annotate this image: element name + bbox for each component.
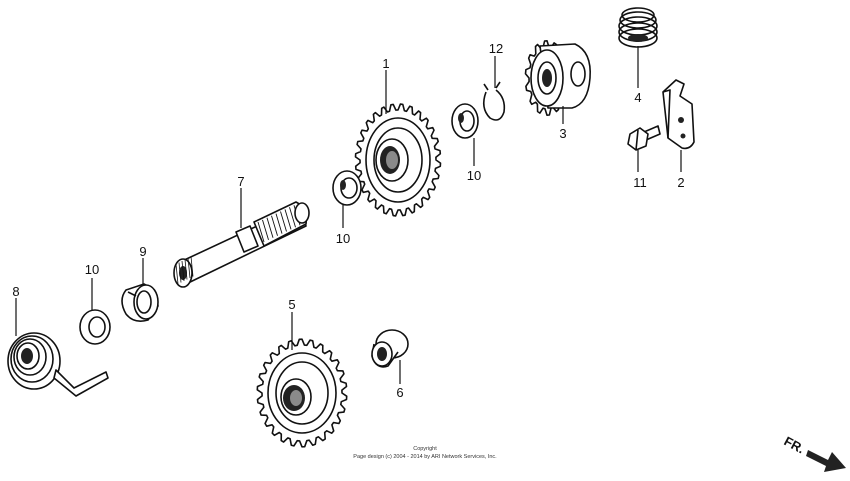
- direction-indicator: FR.: [782, 433, 846, 472]
- bushing-icon[interactable]: [371, 329, 409, 368]
- stopper-plate-icon[interactable]: [662, 79, 695, 150]
- callout-8: 8: [12, 284, 19, 299]
- washer-icon[interactable]: [79, 309, 111, 345]
- callout-11: 11: [633, 175, 647, 190]
- direction-label: FR.: [782, 433, 808, 456]
- washer-icon[interactable]: [451, 103, 479, 139]
- return-spring-icon[interactable]: [7, 332, 109, 397]
- callout-12: 12: [489, 41, 503, 56]
- forward-arrow-icon: [806, 450, 846, 472]
- callout-6: 6: [396, 385, 403, 400]
- bolt-icon[interactable]: [627, 125, 661, 151]
- ratchet-spring-icon[interactable]: [618, 7, 658, 48]
- washer-icon[interactable]: [332, 170, 362, 206]
- callout-10b: 10: [336, 231, 350, 246]
- callout-1: 1: [382, 56, 389, 71]
- callout-10a: 10: [467, 168, 481, 183]
- callout-5: 5: [288, 297, 295, 312]
- spindle-shaft-icon[interactable]: [173, 201, 310, 288]
- callout-4: 4: [634, 90, 641, 105]
- circlip-icon[interactable]: [482, 81, 506, 121]
- callout-labels: 1 2 3 4 5 6 7 8 9 10 10 10 11 12: [12, 41, 684, 400]
- spring-collar-icon[interactable]: [121, 283, 159, 322]
- callout-7: 7: [237, 174, 244, 189]
- copyright-line2: Page design (c) 2004 - 2014 by ARI Netwo…: [353, 454, 497, 460]
- ratchet-gear-icon[interactable]: [524, 40, 592, 116]
- callout-2: 2: [677, 175, 684, 190]
- leader-lines: [15, 46, 682, 384]
- idle-gear-icon[interactable]: [256, 338, 348, 448]
- copyright-line1: Copyright: [413, 446, 437, 452]
- driven-gear-icon[interactable]: [354, 103, 442, 217]
- callout-10c: 10: [85, 262, 99, 277]
- callout-3: 3: [559, 126, 566, 141]
- callout-9: 9: [139, 244, 146, 259]
